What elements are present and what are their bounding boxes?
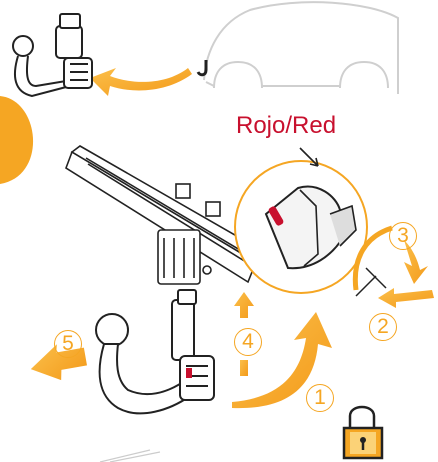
tow-hook-large bbox=[96, 290, 214, 413]
push-arrow-2 bbox=[378, 288, 434, 308]
red-label-es: Rojo bbox=[236, 112, 285, 139]
step-1: 1 bbox=[306, 384, 334, 412]
car-outline-icon bbox=[204, 2, 398, 94]
step-4: 4 bbox=[234, 328, 262, 356]
padlock-icon bbox=[344, 407, 382, 458]
step-5: 5 bbox=[54, 330, 82, 358]
orange-tab bbox=[0, 96, 33, 184]
step-2: 2 bbox=[369, 313, 397, 341]
red-label-en: Red bbox=[292, 112, 336, 139]
up-arrow-4 bbox=[234, 292, 254, 318]
step-3: 3 bbox=[389, 222, 417, 250]
detail-magnifier bbox=[235, 161, 367, 293]
bottom-sketch bbox=[100, 450, 160, 462]
release-lines bbox=[356, 268, 386, 296]
car-hook-icon bbox=[198, 60, 206, 75]
arrow-icon bbox=[90, 68, 192, 96]
red-label: Rojo/Red bbox=[236, 112, 336, 140]
tow-hook-icon bbox=[13, 14, 92, 96]
